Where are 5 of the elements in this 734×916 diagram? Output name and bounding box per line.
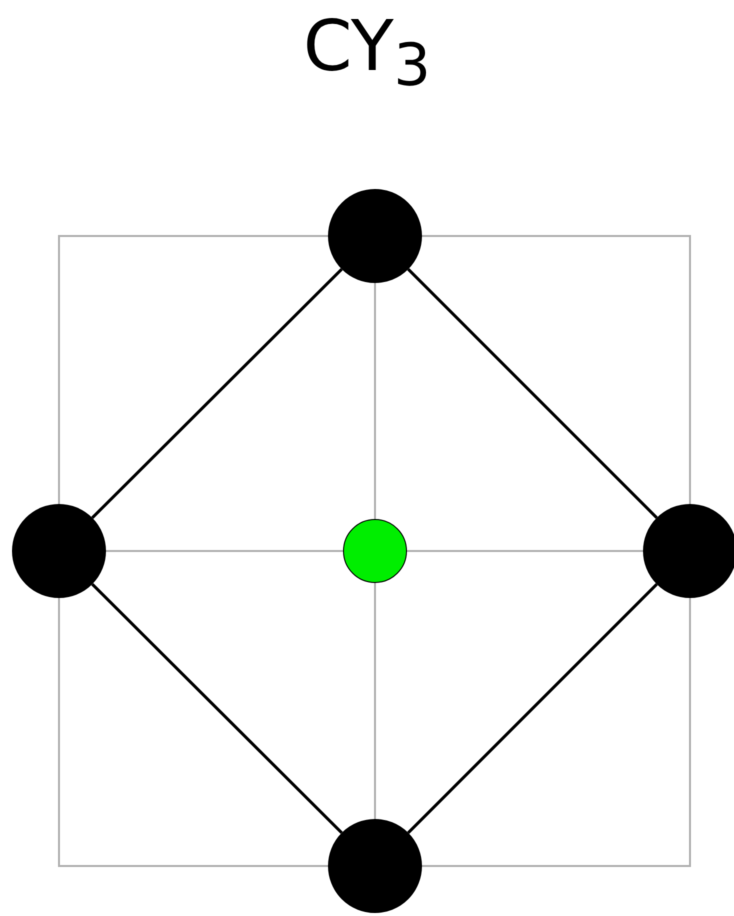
edge-line — [407, 583, 658, 834]
title: CY$_{3}$ — [302, 8, 432, 98]
edge-line — [407, 268, 658, 519]
edge-line — [91, 268, 343, 519]
edge-line — [91, 583, 343, 834]
